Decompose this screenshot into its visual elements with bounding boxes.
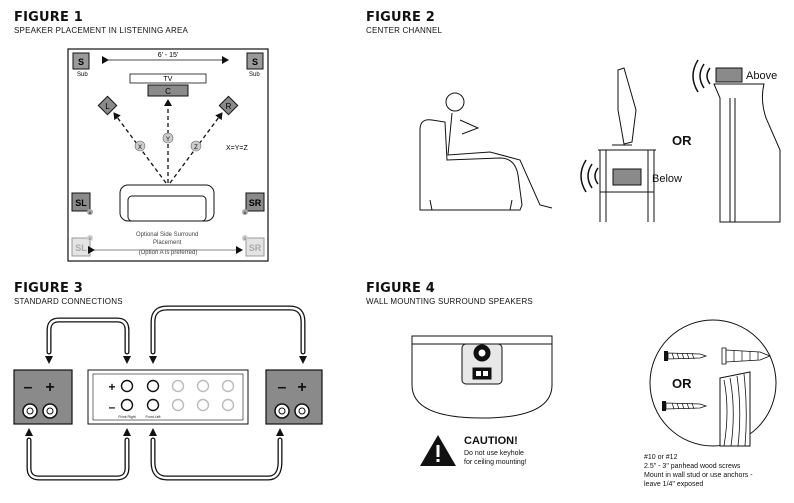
- figure-4-diagram: CAUTION! Do not use keyhole for ceiling …: [411, 319, 777, 488]
- wire-top-right: [150, 305, 306, 355]
- svg-text:–: –: [109, 400, 116, 414]
- wire-arrows: [25, 356, 307, 436]
- left-speaker-terminals: – +: [13, 369, 73, 425]
- center-speaker-below: [612, 168, 642, 186]
- tv-label: TV: [164, 76, 173, 83]
- svg-text:–: –: [24, 379, 33, 396]
- center-speaker-label: C: [165, 87, 171, 96]
- option-a-left-label: A: [89, 210, 92, 215]
- surround-right-speaker: [245, 192, 265, 212]
- surround-left-label: SL: [75, 198, 87, 208]
- caution-icon: [420, 435, 456, 466]
- screw-notes: #10 or #12 2.5" - 3" panhead wood screws…: [644, 454, 755, 488]
- optional-placement-note: Optional Side Surround Placement (Option…: [136, 232, 200, 256]
- figure-2-diagram: Below OR Above: [419, 59, 781, 223]
- caution-text: Do not use keyhole for ceiling mounting!: [464, 450, 527, 466]
- figure-1-diagram: 6' - 15' S Sub S Sub TV C L R X Y Z X=Y=…: [67, 48, 269, 262]
- option-b-right-label: B: [244, 236, 247, 241]
- surround-right-label: SR: [249, 198, 262, 208]
- option-b-left-marker: [87, 235, 93, 241]
- surround-speaker-back: [411, 335, 553, 419]
- svg-text:+: +: [45, 379, 54, 396]
- optional-surround-right-speaker: [245, 237, 265, 257]
- sound-waves-above-icon: [692, 59, 711, 93]
- figure-1-subtitle: SPEAKER PLACEMENT IN LISTENING AREA: [14, 26, 189, 35]
- figure-4-or-label: OR: [672, 376, 692, 391]
- optional-surround-right-label: SR: [249, 243, 262, 253]
- right-speaker-terminals: – +: [265, 369, 323, 425]
- receiver-panel: + – Front Right Front Left: [87, 369, 249, 425]
- svg-text:+: +: [297, 379, 306, 396]
- sub-caption-left: Sub: [77, 72, 88, 78]
- svg-text:Front Right: Front Right: [118, 415, 135, 419]
- left-speaker-label: L: [105, 102, 110, 111]
- figure-3-subtitle: STANDARD CONNECTIONS: [14, 297, 123, 306]
- right-speaker: [218, 95, 239, 116]
- armchair-with-person: [419, 92, 553, 211]
- wire-top-left: [46, 317, 130, 355]
- option-a-left-marker: [87, 209, 93, 215]
- sub-caption-right: Sub: [249, 72, 260, 78]
- caution-title: CAUTION!: [464, 435, 518, 447]
- svg-text:–: –: [278, 379, 287, 396]
- distance-y-label: Y: [166, 137, 170, 143]
- tv-on-stand: [598, 67, 656, 222]
- figure-3-title: FIGURE 3: [14, 281, 84, 296]
- figure-4-title: FIGURE 4: [366, 281, 436, 296]
- left-speaker: [97, 95, 118, 116]
- option-b-left-label: B: [89, 236, 92, 241]
- above-label: Above: [746, 70, 777, 82]
- optional-surround-left-label: SL: [75, 243, 87, 253]
- figure-2-or-label: OR: [672, 133, 692, 148]
- distance-equation: X=Y=Z: [226, 145, 249, 152]
- wire-bottom-right: [150, 437, 283, 481]
- distance-x-label: X: [138, 145, 142, 151]
- svg-text:Front Left: Front Left: [146, 415, 161, 419]
- sub-speaker-right: [246, 52, 264, 70]
- right-speaker-label: R: [226, 102, 232, 111]
- sub-speaker-right-label: S: [252, 57, 258, 67]
- distance-z-marker: [190, 140, 202, 152]
- screw-with-anchor: [664, 347, 772, 365]
- wire-bottom-left: [26, 437, 130, 481]
- surround-left-speaker: [71, 192, 91, 212]
- width-dimension-label: 6' - 15': [158, 52, 179, 59]
- below-label: Below: [652, 173, 682, 185]
- tv: [129, 73, 207, 84]
- tv-with-speaker-above: [713, 67, 781, 223]
- distance-y-marker: [162, 132, 174, 144]
- figure-4-subtitle: WALL MOUNTING SURROUND SPEAKERS: [366, 297, 533, 306]
- figure-2-title: FIGURE 2: [366, 10, 436, 25]
- figure-3-diagram: – + + – Front Right Front Left –: [13, 305, 323, 481]
- screw-mounting-illustration: OR: [649, 319, 777, 447]
- listening-room: [67, 48, 269, 262]
- sub-speaker-left: [72, 52, 90, 70]
- option-a-right-marker: [242, 209, 248, 215]
- svg-text:+: +: [108, 380, 115, 394]
- sound-waves-below-icon: [580, 159, 599, 193]
- sub-speaker-left-label: S: [78, 57, 84, 67]
- distance-z-label: Z: [194, 145, 198, 151]
- option-b-right-marker: [242, 235, 248, 241]
- sofa: [119, 184, 215, 222]
- distance-x-marker: [134, 140, 146, 152]
- figure-1-title: FIGURE 1: [14, 10, 84, 25]
- center-speaker: [147, 84, 189, 97]
- figure-2-subtitle: CENTER CHANNEL: [366, 26, 443, 35]
- option-a-right-label: A: [244, 210, 247, 215]
- screw-into-stud: [662, 371, 751, 447]
